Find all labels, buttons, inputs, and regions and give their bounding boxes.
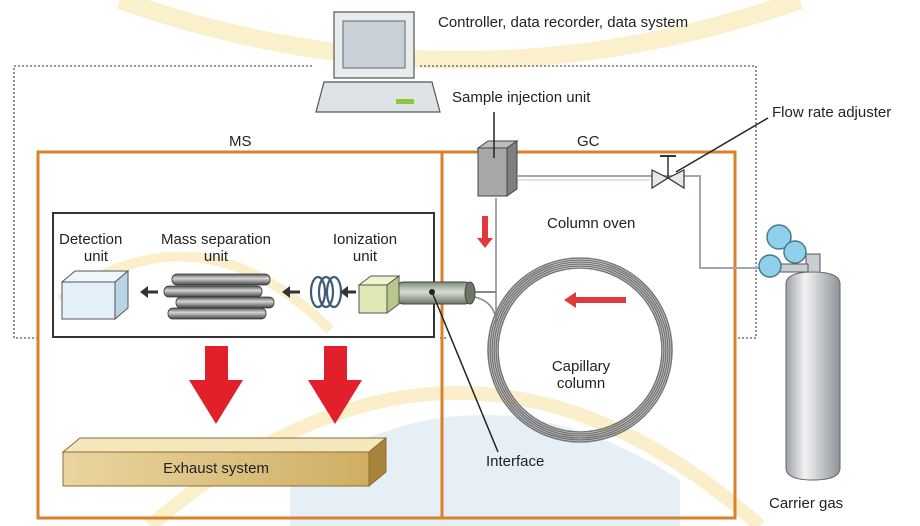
flow-rate-label: Flow rate adjuster	[772, 104, 892, 121]
detection-label-line2: unit	[83, 248, 109, 265]
injection-unit-icon	[476, 140, 519, 197]
gc-label: GC	[577, 133, 600, 150]
detection-label-line1: Detection	[59, 231, 123, 248]
ms-internal-box	[52, 212, 435, 338]
exhaust-system-icon	[61, 436, 388, 488]
sample-injection-label: Sample injection unit	[452, 89, 591, 106]
gas-line	[495, 175, 766, 324]
ionization-label-line1: Ionization	[332, 231, 398, 248]
controller-label: Controller, data recorder, data system	[438, 14, 689, 31]
gc-box	[440, 150, 737, 520]
carrier-gas-cylinder-icon	[758, 224, 841, 481]
exhaust-system-label: Exhaust system	[163, 460, 269, 477]
capillary-column	[487, 257, 673, 443]
exhaust-arrow-left	[189, 346, 243, 424]
interface-label: Interface	[486, 453, 545, 470]
flow-arrow	[477, 216, 493, 248]
ionization-unit-icon	[357, 275, 401, 314]
mass-separation-label-line1: Mass separation	[160, 231, 272, 248]
carrier-gas-label: Carrier gas	[769, 495, 844, 512]
column-oven-label: Column oven	[547, 215, 636, 232]
mass-separation-unit-icon	[163, 273, 275, 320]
valve-icon	[651, 155, 685, 190]
computer-icon	[315, 11, 441, 113]
interface-icon	[397, 281, 476, 305]
flow-arrow-column	[564, 292, 626, 308]
detection-unit-icon	[60, 269, 130, 321]
capillary-label-line2: column	[556, 375, 606, 392]
mass-separation-label-line2: unit	[203, 248, 229, 265]
capillary-label-line1: Capillary	[551, 358, 611, 375]
ion-lens-icon	[309, 275, 343, 309]
exhaust-arrow-right	[308, 346, 362, 424]
ms-label: MS	[229, 133, 252, 150]
ionization-label-line2: unit	[352, 248, 378, 265]
